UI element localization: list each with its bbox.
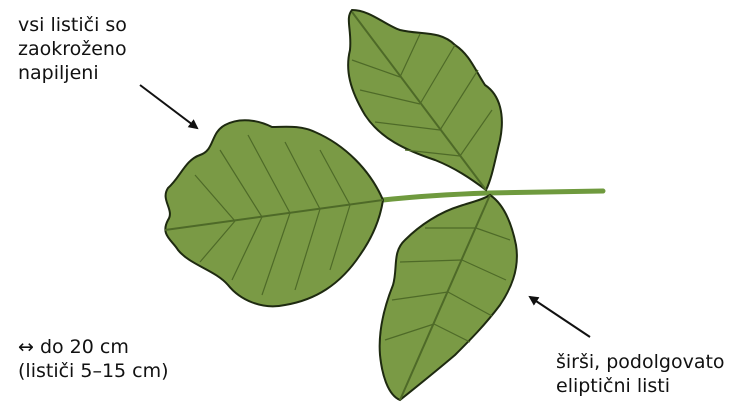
shape-arrow xyxy=(530,297,590,337)
size-label-line-1: ↔ do 20 cm xyxy=(18,335,169,359)
left-leaflet xyxy=(165,120,383,306)
serrated-label-line-1: vsi lističi so xyxy=(18,13,127,37)
serrated-label-line-2: zaokroženo xyxy=(18,37,127,61)
shape-label: širši, podolgovato eliptični listi xyxy=(556,350,725,398)
serrated-label-line-3: napiljeni xyxy=(18,61,127,85)
bottom-leaflet xyxy=(380,195,517,400)
size-label: ↔ do 20 cm (lističi 5–15 cm) xyxy=(18,335,169,383)
shape-label-line-1: širši, podolgovato xyxy=(556,350,725,374)
serrated-label: vsi lističi so zaokroženo napiljeni xyxy=(18,13,127,85)
shape-label-line-2: eliptični listi xyxy=(556,374,725,398)
serrated-arrow xyxy=(140,85,197,128)
top-leaflet xyxy=(348,10,502,190)
size-label-line-2: (lističi 5–15 cm) xyxy=(18,359,169,383)
